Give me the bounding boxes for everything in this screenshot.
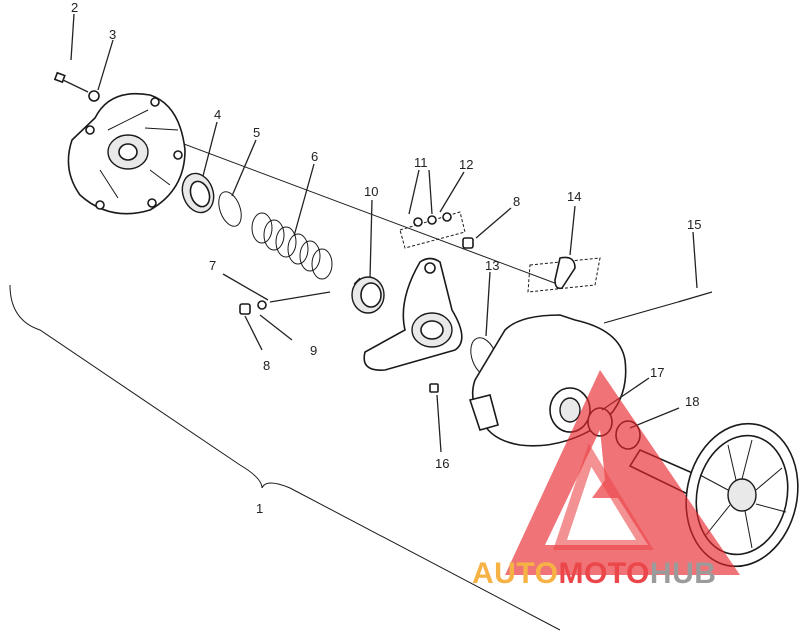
watermark-hub: HUB [650,557,717,590]
callout-17: 17 [650,365,664,380]
callout-8-upper: 8 [513,194,520,209]
long-pin [603,291,713,324]
watermark-triangle-logo [505,370,740,575]
roller-bushing [351,276,385,314]
pin-part [269,291,331,303]
assembly-bracket [9,284,561,631]
spider-arm [363,257,463,371]
watermark-moto: MOTO [558,557,649,590]
snap-ring [218,191,242,227]
callout-1: 1 [256,501,263,516]
watermark-text: AUTOMOTOHUB [472,557,716,590]
callout-labels: 2 3 4 5 6 7 8 8 9 10 11 12 13 14 15 16 1… [71,0,701,516]
callout-8-lower: 8 [263,358,270,373]
callout-3: 3 [109,27,116,42]
callout-18: 18 [685,394,699,409]
bolt-part [53,71,89,93]
callout-5: 5 [253,125,260,140]
callout-14: 14 [567,189,581,204]
spring-part [251,212,333,280]
clip-part [527,256,601,293]
callout-7: 7 [209,258,216,273]
watermark-auto: AUTO [472,557,558,590]
callout-13: 13 [485,258,499,273]
bushing-ring [181,172,215,214]
small-bolt [429,383,439,393]
callout-16: 16 [435,456,449,471]
nut-part [462,237,474,249]
fixed-sheave [628,422,799,568]
callout-2: 2 [71,0,78,15]
washer-part [88,90,100,102]
bolt-lower [239,300,267,315]
watermark: AUTOMOTOHUB [472,370,740,590]
cover-plate [67,92,186,215]
callout-15: 15 [687,217,701,232]
callout-10: 10 [364,184,378,199]
callout-9: 9 [310,343,317,358]
assembly-axis-line [119,119,561,286]
callout-11: 11 [414,155,428,170]
washers-set [399,211,466,249]
callout-6: 6 [311,149,318,164]
callout-4: 4 [214,107,221,122]
callout-12: 12 [459,157,473,172]
